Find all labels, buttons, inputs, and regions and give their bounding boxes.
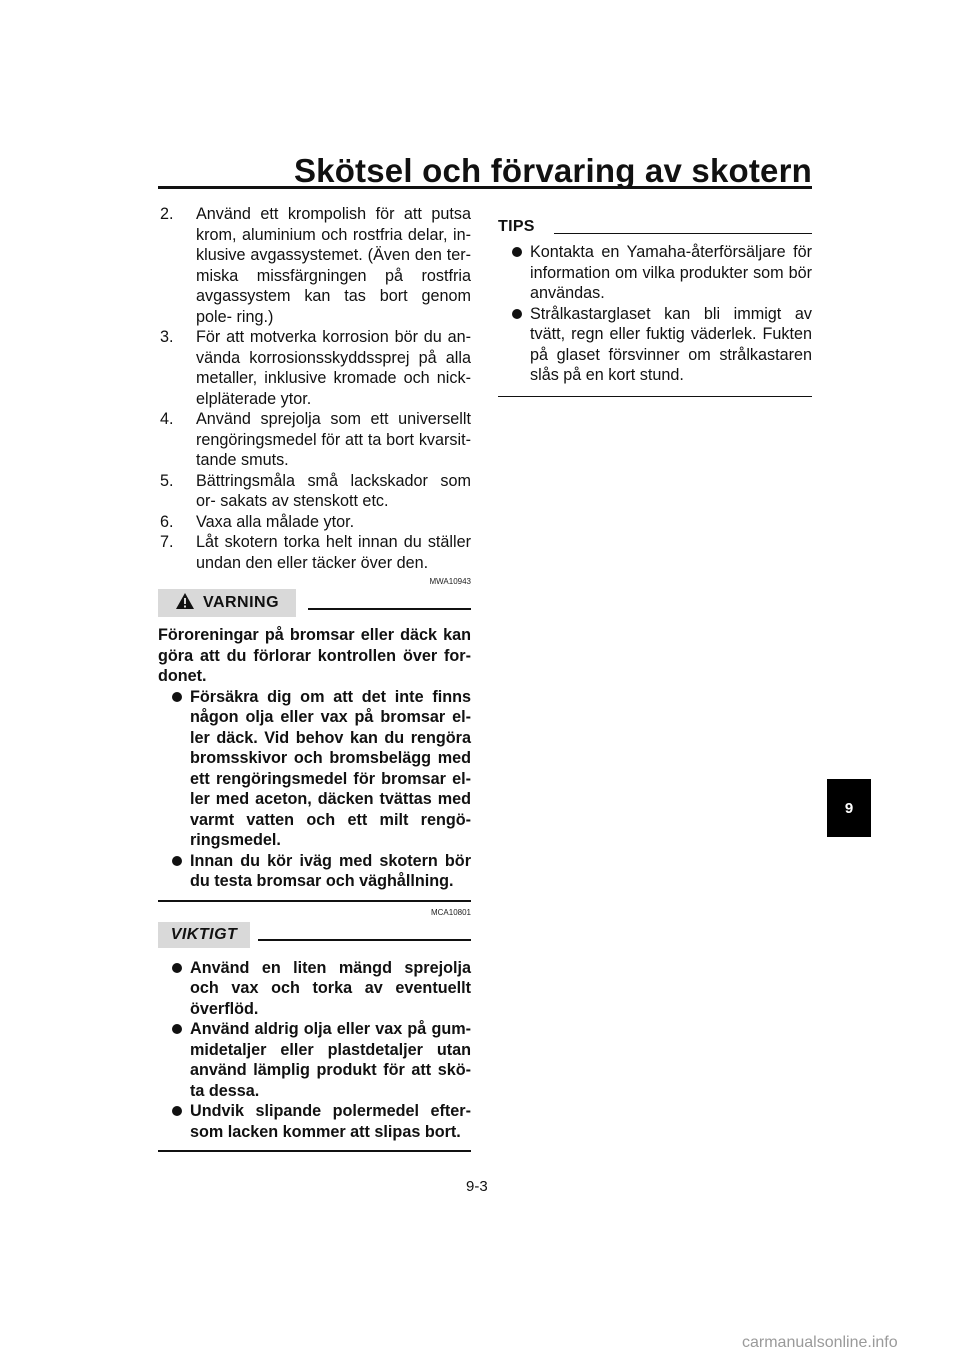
tips-item: Strålkastarglaset kan bli immigt av tvät… bbox=[498, 304, 812, 386]
warning-triangle-icon bbox=[175, 592, 195, 615]
chapter-tab: 9 bbox=[827, 779, 871, 837]
bullet-icon bbox=[172, 1024, 182, 1034]
step-item: 5. Bättringsmåla små lackskador som or- s… bbox=[158, 471, 471, 512]
important-item: Använd en liten mängd sprejolja och vax … bbox=[158, 958, 471, 1020]
warning-badge: VARNING bbox=[158, 589, 296, 617]
step-text: Använd sprejolja som ett universellt ren… bbox=[196, 410, 471, 469]
left-column: 2. Använd ett krompolish för att putsa kr… bbox=[158, 204, 471, 1152]
tips-header: TIPS bbox=[498, 204, 812, 235]
tips-header-line bbox=[554, 233, 812, 234]
important-list: Använd en liten mängd sprejolja och vax … bbox=[158, 958, 471, 1143]
page-title: Skötsel och förvaring av skotern bbox=[293, 152, 812, 189]
tips-item: Kontakta en Yamaha-återförsäljare för in… bbox=[498, 242, 812, 304]
bullet-icon bbox=[172, 1106, 182, 1116]
warning-text: Föroreningar på bromsar eller däck kan g… bbox=[158, 626, 471, 685]
bullet-icon bbox=[512, 247, 522, 257]
step-item: 4. Använd sprejolja som ett universellt r… bbox=[158, 409, 471, 471]
step-number: 2. bbox=[160, 205, 174, 223]
warning-list: Försäkra dig om att det inte finns någon… bbox=[158, 687, 471, 892]
important-label: VIKTIGT bbox=[170, 925, 238, 943]
tips-item-text: Kontakta en Yamaha-återförsäljare för in… bbox=[530, 243, 812, 302]
tips-item-text: Strålkastarglaset kan bli immigt av tvät… bbox=[530, 304, 812, 385]
step-item: 6. Vaxa alla målade ytor. bbox=[158, 512, 471, 533]
warning-header: VARNING bbox=[158, 589, 471, 619]
warning-end-rule bbox=[158, 899, 471, 902]
step-item: 7. Låt skotern torka helt innan du ställe… bbox=[158, 532, 471, 573]
bullet-icon bbox=[172, 855, 182, 866]
watermark: carmanualsonline.info bbox=[742, 1334, 898, 1351]
step-text: Vaxa alla målade ytor. bbox=[196, 512, 355, 531]
right-column: TIPS Kontakta en Yamaha-återförsäljare f… bbox=[498, 204, 812, 397]
important-header: VIKTIGT bbox=[158, 920, 471, 950]
step-number: 7. bbox=[160, 533, 174, 551]
title-rule bbox=[158, 186, 812, 189]
tips-end-rule bbox=[498, 395, 812, 397]
step-text: Använd ett krompolish för att putsa krom… bbox=[196, 205, 471, 326]
tips-list: Kontakta en Yamaha-återförsäljare för in… bbox=[498, 242, 812, 386]
step-number: 5. bbox=[160, 471, 174, 490]
step-number: 4. bbox=[160, 410, 174, 428]
cleaning-steps: 2. Använd ett krompolish för att putsa kr… bbox=[158, 204, 471, 573]
step-number: 6. bbox=[160, 512, 174, 531]
step-text: Låt skotern torka helt innan du ställer … bbox=[196, 533, 471, 572]
important-item: Undvik slipande polermedel efter- som la… bbox=[158, 1101, 471, 1142]
step-item: 2. Använd ett krompolish för att putsa kr… bbox=[158, 204, 471, 327]
bullet-icon bbox=[172, 691, 182, 702]
step-text: För att motverka korrosion bör du an- vä… bbox=[196, 328, 471, 408]
important-header-line bbox=[258, 938, 471, 941]
warning-item-text: Innan du kör iväg med skotern bör du tes… bbox=[190, 851, 471, 891]
warning-code: MWA10943 bbox=[429, 577, 472, 586]
warning-header-line bbox=[308, 608, 471, 610]
important-badge: VIKTIGT bbox=[158, 921, 250, 948]
warning-label: VARNING bbox=[202, 594, 280, 611]
warning-item: Innan du kör iväg med skotern bör du tes… bbox=[158, 851, 471, 892]
tips-label: TIPS bbox=[498, 218, 535, 235]
important-item-text: Använd en liten mängd sprejolja och vax … bbox=[190, 958, 471, 1018]
important-item-text: Använd aldrig olja eller vax på gum- mid… bbox=[190, 1020, 471, 1100]
bullet-icon bbox=[172, 962, 182, 973]
step-text: Bättringsmåla små lackskador som or- sak… bbox=[196, 471, 471, 511]
page-number: 9-3 bbox=[466, 1178, 488, 1195]
important-end-rule bbox=[158, 1150, 471, 1152]
important-code: MCA10801 bbox=[430, 907, 471, 917]
warning-item: Försäkra dig om att det inte finns någon… bbox=[158, 687, 471, 851]
important-item-text: Undvik slipande polermedel efter- som la… bbox=[190, 1102, 471, 1141]
step-item: 3. För att motverka korrosion bör du an- … bbox=[158, 327, 471, 409]
important-item: Använd aldrig olja eller vax på gum- mid… bbox=[158, 1019, 471, 1101]
step-number: 3. bbox=[160, 328, 174, 346]
warning-item-text: Försäkra dig om att det inte finns någon… bbox=[190, 687, 471, 850]
bullet-icon bbox=[512, 308, 522, 319]
